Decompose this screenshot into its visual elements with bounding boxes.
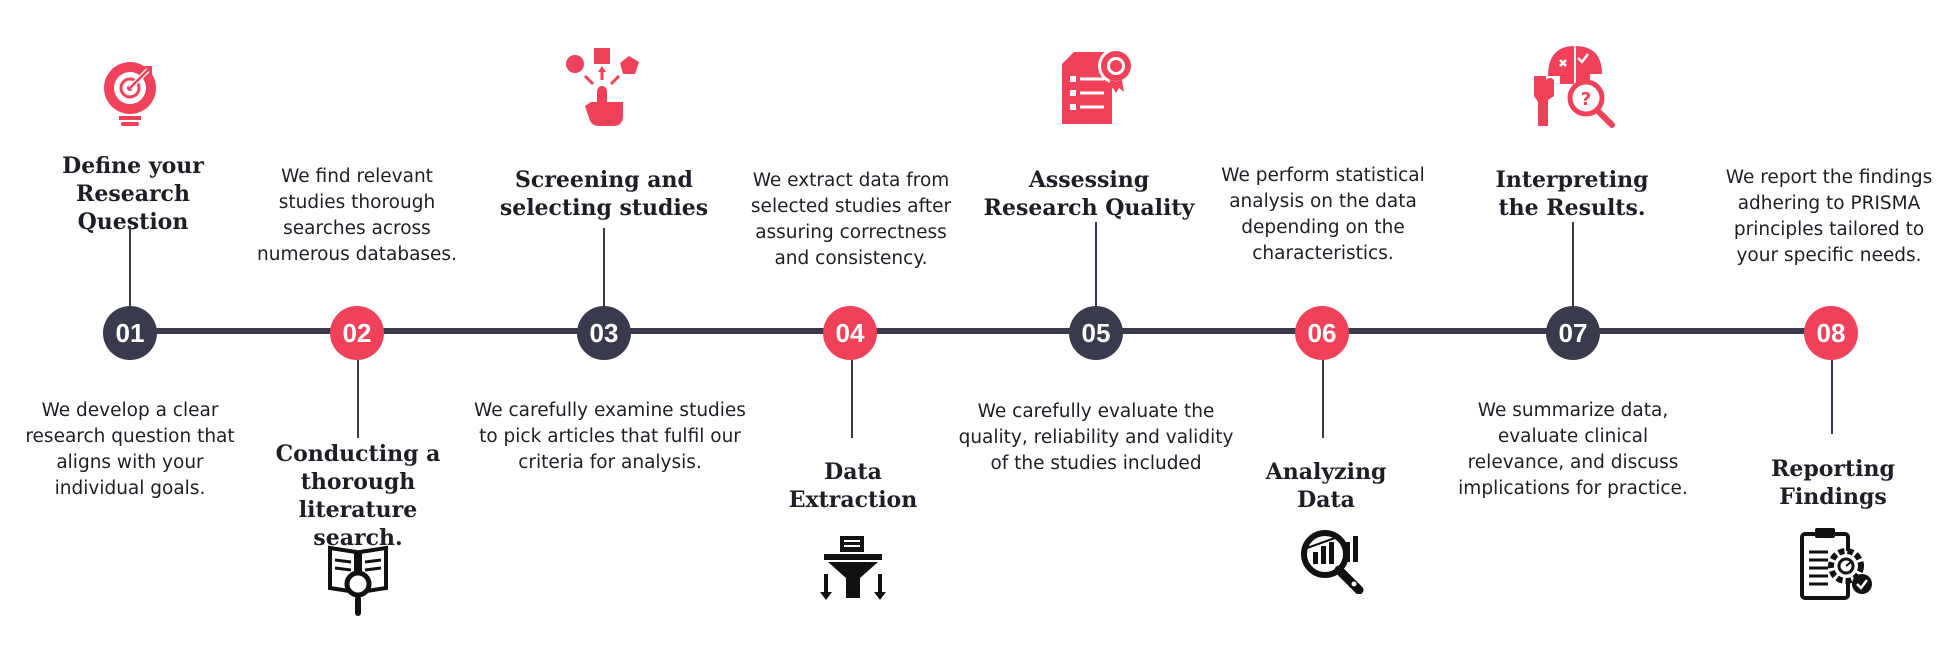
step-2-connector — [357, 360, 359, 438]
step-7-connector — [1572, 222, 1574, 308]
step-2-node: 02 — [330, 306, 384, 360]
step-8-title: Reporting Findings — [1771, 456, 1895, 510]
timeline-line — [130, 328, 1830, 334]
svg-text:?: ? — [1581, 89, 1591, 110]
step-3-node: 03 — [577, 306, 631, 360]
step-1-description: We develop a clear research question tha… — [25, 400, 235, 499]
step-5-title: Assessing Research Quality — [983, 167, 1195, 221]
document-badge-icon — [1058, 46, 1138, 126]
step-8-connector — [1831, 360, 1833, 434]
step-7-node: 07 — [1546, 306, 1600, 360]
step-6-description: We perform statistical analysis on the d… — [1221, 165, 1425, 264]
data-funnel-icon — [820, 534, 886, 602]
step-6-node: 06 — [1295, 306, 1349, 360]
chart-magnifier-icon — [1299, 528, 1365, 594]
step-7-description: We summarize data, evaluate clinical rel… — [1458, 400, 1688, 499]
step-3-connector — [603, 228, 605, 308]
hand-select-shapes-icon — [563, 46, 643, 128]
step-6-connector — [1322, 360, 1324, 438]
step-5-node: 05 — [1069, 306, 1123, 360]
step-2-title: Conducting a thorough literature search. — [275, 441, 441, 551]
step-5-description: We carefully evaluate the quality, relia… — [958, 401, 1234, 474]
step-3-description: We carefully examine studies to pick art… — [474, 400, 746, 473]
step-4-node: 04 — [823, 306, 877, 360]
book-magnifier-icon — [326, 540, 390, 618]
step-2-description: We find relevant studies thorough search… — [257, 166, 457, 265]
step-6-title: Analyzing Data — [1265, 459, 1387, 513]
step-4-description: We extract data from selected studies af… — [750, 170, 952, 269]
clipboard-gear-icon — [1798, 526, 1874, 600]
puzzle-head-icon: ? — [1530, 40, 1620, 128]
step-7-title: Interpreting the Results. — [1495, 167, 1649, 221]
step-3-title: Screening and selecting studies — [499, 167, 709, 221]
step-1-title: Define your Research Question — [62, 153, 204, 235]
step-8-description: We report the findings adhering to PRISM… — [1725, 167, 1933, 266]
step-4-connector — [851, 360, 853, 438]
step-8-node: 08 — [1804, 306, 1858, 360]
target-bulb-icon — [100, 58, 160, 128]
step-1-connector — [129, 226, 131, 306]
step-4-title: Data Extraction — [788, 459, 918, 513]
step-5-connector — [1095, 222, 1097, 308]
step-1-node: 01 — [103, 306, 157, 360]
